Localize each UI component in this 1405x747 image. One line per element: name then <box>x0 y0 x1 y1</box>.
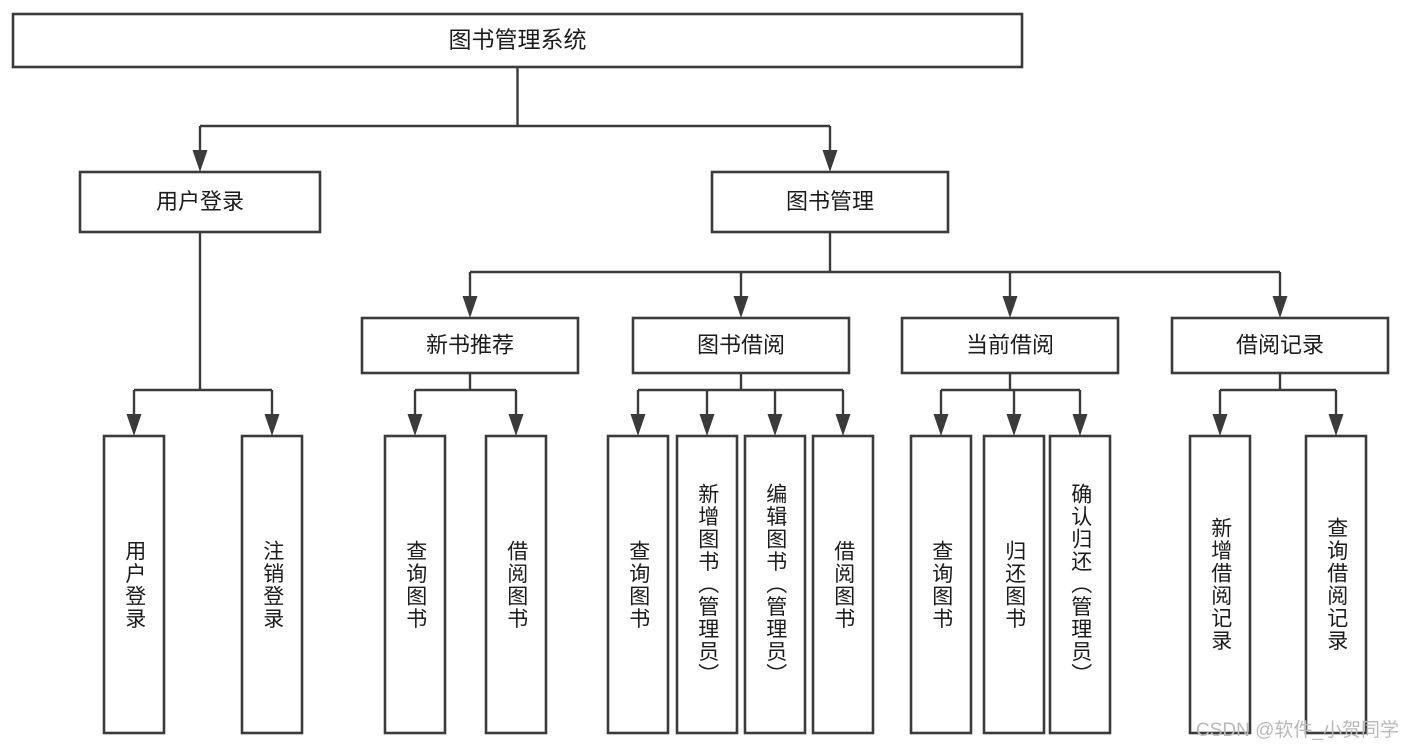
node-box-leaf-user-login[interactable] <box>102 434 166 735</box>
node-box-leaf-query-borrow-record[interactable] <box>1304 434 1368 735</box>
arrow-head-leaf-return-book <box>1006 414 1022 436</box>
node-box-layer <box>11 12 1390 735</box>
arrow-head-leaf-borrow-book-2 <box>835 414 851 436</box>
node-box-borrow-records[interactable] <box>1170 316 1390 375</box>
arrow-head-leaf-add-borrow-record <box>1212 414 1228 436</box>
node-box-leaf-confirm-return[interactable] <box>1048 434 1112 735</box>
arrow-head-leaf-logout <box>264 414 280 436</box>
node-box-book-borrow[interactable] <box>631 316 851 375</box>
arrow-head-leaf-add-book <box>699 414 715 436</box>
arrow-head-leaf-user-login <box>126 414 142 436</box>
node-box-leaf-logout[interactable] <box>240 434 304 735</box>
node-label-user-login: 用户登录 <box>156 189 244 214</box>
node-label-book-borrow: 图书借阅 <box>697 332 785 357</box>
arrow-head-leaf-query-book-2 <box>630 414 646 436</box>
arrow-head-user-login <box>192 150 208 172</box>
node-box-leaf-borrow-book-1[interactable] <box>484 434 548 735</box>
arrow-head-leaf-query-book-3 <box>933 414 949 436</box>
arrow-head-leaf-confirm-return <box>1072 414 1088 436</box>
arrow-head-current-borrow <box>1002 296 1018 318</box>
node-box-leaf-query-book-3[interactable] <box>909 434 973 735</box>
arrow-head-leaf-query-borrow-record <box>1328 414 1344 436</box>
node-label-borrow-records: 借阅记录 <box>1236 332 1324 357</box>
node-box-leaf-return-book[interactable] <box>982 434 1046 735</box>
node-box-user-login[interactable] <box>78 170 322 234</box>
node-box-leaf-query-book-2[interactable] <box>606 434 670 735</box>
node-label-root: 图书管理系统 <box>449 27 587 53</box>
arrow-head-book-borrow <box>733 296 749 318</box>
node-box-book-management[interactable] <box>710 170 950 234</box>
arrow-head-leaf-edit-book <box>767 414 783 436</box>
arrow-head-borrow-records <box>1272 296 1288 318</box>
node-label-book-management: 图书管理 <box>786 189 874 214</box>
connector-layer <box>126 67 1344 436</box>
arrow-head-leaf-query-book-1 <box>407 414 423 436</box>
node-box-leaf-borrow-book-2[interactable] <box>811 434 875 735</box>
node-box-leaf-query-book-1[interactable] <box>383 434 447 735</box>
arrow-head-book-management <box>822 150 838 172</box>
arrow-head-leaf-borrow-book-1 <box>508 414 524 436</box>
node-box-root[interactable] <box>11 12 1024 69</box>
node-label-current-borrow: 当前借阅 <box>966 332 1054 357</box>
node-box-leaf-add-borrow-record[interactable] <box>1188 434 1252 735</box>
node-box-leaf-add-book[interactable] <box>675 434 739 735</box>
node-box-current-borrow[interactable] <box>900 316 1120 375</box>
node-box-new-book-recommend[interactable] <box>360 316 580 375</box>
arrow-head-new-book-recommend <box>462 296 478 318</box>
node-box-leaf-edit-book[interactable] <box>743 434 807 735</box>
node-label-new-book-recommend: 新书推荐 <box>426 332 514 357</box>
